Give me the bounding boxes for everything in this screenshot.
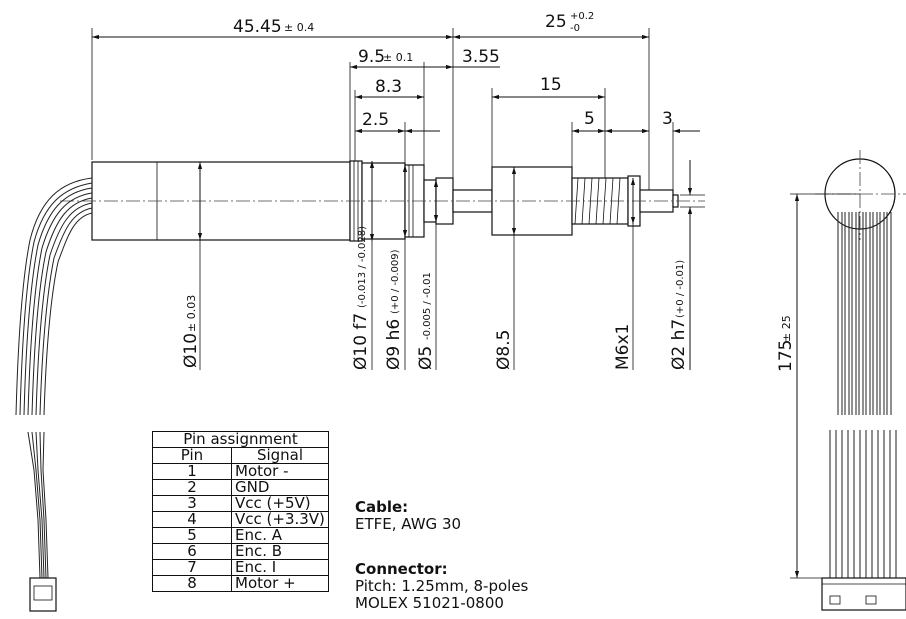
- connector-note: Connector: Pitch: 1.25mm, 8-poles MOLEX …: [355, 561, 528, 612]
- motor-side-view: [60, 160, 705, 242]
- motor-end-view: [815, 150, 906, 611]
- dia-9-h6-value: Ø9 h6: [384, 319, 404, 370]
- dim-5: 5: [571, 109, 626, 180]
- dia-10-value: Ø10: [181, 333, 201, 368]
- dim-dia-8-5: Ø8.5: [494, 167, 517, 370]
- dim-dia-2-h7: Ø2 h7 (+0 / -0.01): [669, 160, 705, 370]
- pin-number: 8: [152, 575, 232, 592]
- dim-15: 15: [491, 75, 606, 178]
- dim-overall-length: 45.45 ± 0.4: [91, 17, 453, 160]
- dim-9-5-tol: ± 0.1: [383, 51, 413, 64]
- connector-part: MOLEX 51021-0800: [355, 594, 504, 612]
- connector-heading: Connector:: [355, 560, 448, 578]
- dia-5-tol: -0.005 / -0.01: [422, 272, 433, 340]
- dia-5-value: Ø5: [416, 346, 436, 370]
- pin-signal: Motor -: [231, 463, 329, 480]
- pin-table-title-row: Pin assignment: [152, 431, 329, 448]
- dim-shaft-length: 25 +0.2 -0: [452, 11, 650, 200]
- cable-length-tol: ± 25: [780, 315, 793, 342]
- pin-table-title: Pin assignment: [152, 431, 329, 448]
- cable-bundle-side: [15, 177, 93, 612]
- dim-8-3-value: 8.3: [375, 77, 402, 97]
- dim-dia-10-f7: Ø10 f7 (-0.013 / -0.028): [351, 161, 375, 370]
- pin-table-header-row: Pin Signal: [152, 447, 329, 464]
- pin-signal: Enc. B: [231, 543, 329, 560]
- cable-note: Cable: ETFE, AWG 30: [355, 499, 461, 533]
- pin-signal: Enc. A: [231, 527, 329, 544]
- shaft-length-value: 25: [545, 12, 567, 32]
- dim-2-5: 2.5: [355, 110, 440, 165]
- dim-15-value: 15: [540, 75, 562, 95]
- dia-2-h7-tol: (+0 / -0.01): [675, 260, 686, 318]
- shaft-tol-lower: -0: [570, 23, 580, 34]
- dia-2-h7-value: Ø2 h7: [669, 319, 689, 370]
- dim-2-5-value: 2.5: [362, 110, 389, 130]
- m6x1-value: M6x1: [613, 324, 633, 370]
- cable-spec: ETFE, AWG 30: [355, 515, 462, 533]
- dim-3-55-value: 3.55: [462, 47, 500, 67]
- overall-length-value: 45.45: [233, 17, 282, 37]
- cable-heading: Cable:: [355, 498, 409, 516]
- dim-dia-10: Ø10 ± 0.03: [181, 162, 203, 370]
- dim-3-55: 3.55: [424, 47, 500, 68]
- dim-3-value: 3: [662, 109, 673, 129]
- pin-signal: Motor +: [231, 575, 329, 592]
- cable-length-value: 175: [776, 340, 796, 372]
- overall-length-tol: ± 0.4: [284, 21, 314, 34]
- dia-10-tol: ± 0.03: [185, 295, 198, 332]
- dia-10-f7-tol: (-0.013 / -0.028): [357, 226, 368, 308]
- signal-col-header: Signal: [231, 447, 329, 464]
- dim-9-5: 9.5 ± 0.1: [349, 47, 453, 165]
- dim-5-value: 5: [584, 109, 595, 129]
- dim-dia-9-h6: Ø9 h6 (+0 / -0.009): [384, 165, 408, 370]
- dia-8-5-value: Ø8.5: [494, 330, 514, 370]
- dia-9-h6-tol: (+0 / -0.009): [390, 249, 401, 314]
- dim-cable-length: 175 ± 25: [776, 193, 860, 579]
- dim-m6x1: M6x1: [613, 178, 636, 370]
- shaft-tol-upper: +0.2: [570, 11, 594, 22]
- dia-10-f7-value: Ø10 f7: [351, 313, 371, 370]
- dim-9-5-value: 9.5: [358, 47, 385, 67]
- dim-dia-5: Ø5 -0.005 / -0.01: [416, 180, 439, 370]
- connector-pitch: Pitch: 1.25mm, 8-poles: [355, 577, 529, 595]
- dim-8-3: 8.3: [354, 62, 425, 180]
